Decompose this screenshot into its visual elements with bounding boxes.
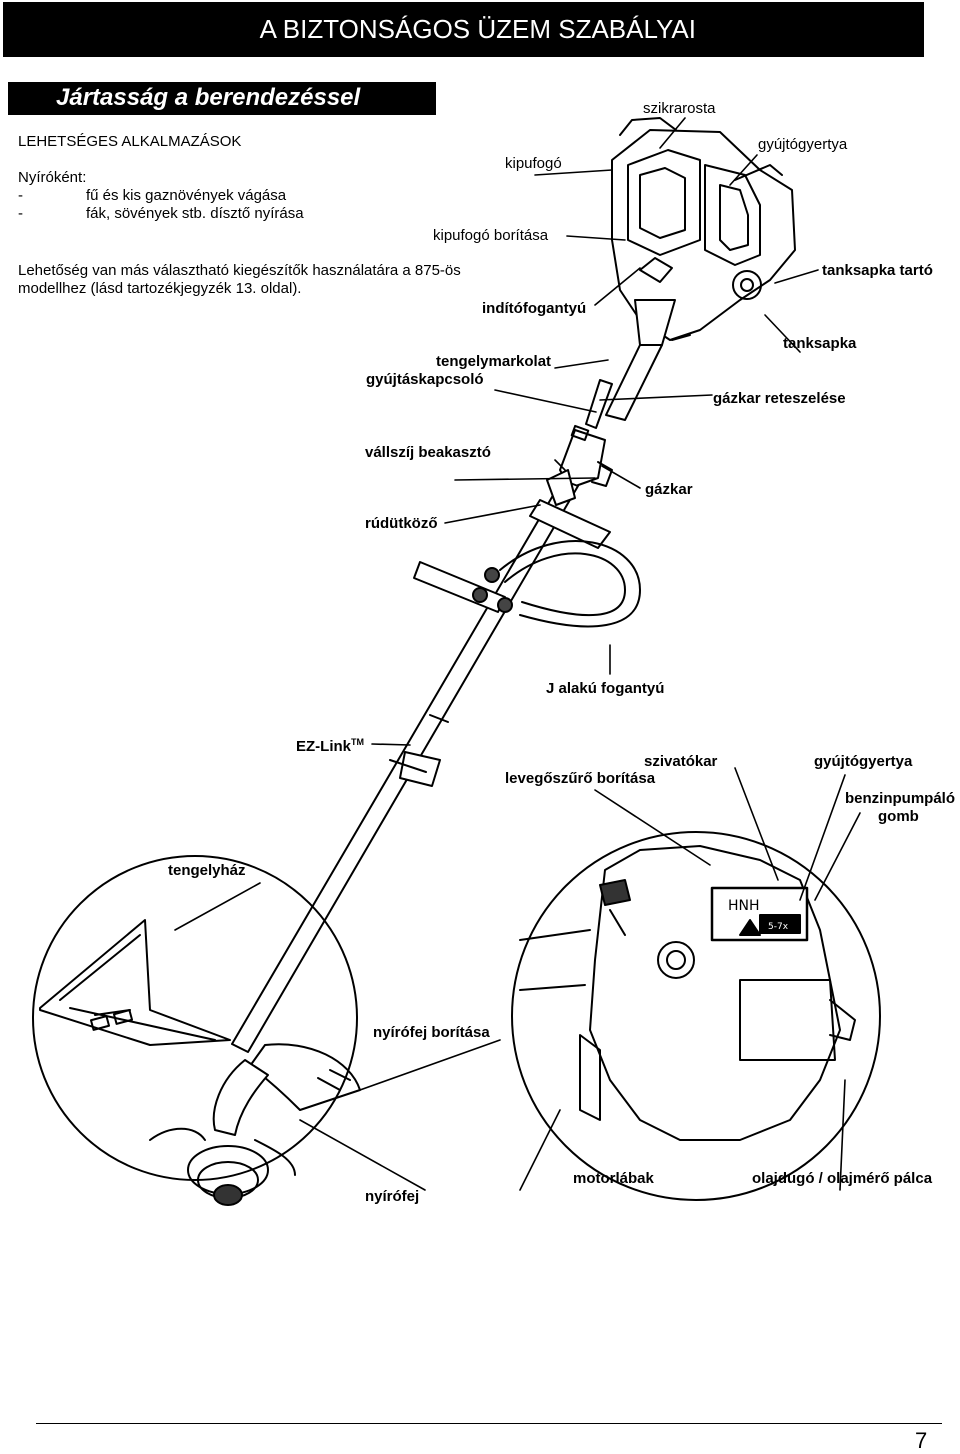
label-spark-plug-bottom: gyújtógyertya bbox=[814, 753, 913, 770]
throttle-handle bbox=[559, 429, 606, 489]
label-muffler-cover: kipufogó borítása bbox=[433, 227, 549, 244]
label-primer-bulb-line: benzinpumpáló bbox=[845, 790, 955, 807]
label-ez-link: EZ-LinkTM bbox=[296, 737, 364, 755]
label-oil-plug: olajdugó / olajmérő pálca bbox=[752, 1170, 933, 1187]
label-spark-arrestor: szikrarosta bbox=[643, 100, 716, 117]
applications-heading: LEHETSÉGES ALKALMAZÁSOK bbox=[18, 133, 242, 150]
label-muffler: kipufogó bbox=[505, 155, 562, 172]
engine-illustration bbox=[611, 117, 796, 341]
list-item-bullet: - bbox=[18, 187, 23, 204]
label-throttle-lockout: gázkar reteszelése bbox=[713, 390, 846, 407]
svg-text:HNH: HNH bbox=[728, 898, 760, 914]
label-shaft-grip: tengelymarkolat bbox=[436, 353, 552, 370]
label-fuel-cap-retainer: tanksapka tartó bbox=[822, 262, 933, 279]
label-engine-feet: motorlábak bbox=[573, 1170, 654, 1187]
engine-closeup-circle bbox=[511, 831, 881, 1201]
label-choke: szivatókar bbox=[644, 753, 718, 770]
section-title: Jártasság a berendezéssel bbox=[56, 84, 361, 111]
label-spark-plug-top: gyújtógyertya bbox=[758, 136, 848, 153]
label-starter-handle: indítófogantyú bbox=[482, 300, 587, 317]
footer-divider bbox=[36, 1423, 942, 1424]
section-header: Jártasság a berendezéssel bbox=[8, 82, 436, 115]
page-header: A BIZTONSÁGOS ÜZEM SZABÁLYAI bbox=[3, 2, 924, 57]
label-throttle: gázkar bbox=[645, 481, 693, 498]
label-air-filter-cover: levegőszűrő borítása bbox=[505, 770, 656, 787]
list-item: fák, sövények stb. dísztő nyírása bbox=[86, 205, 304, 222]
label-primer-bulb-line: gomb bbox=[878, 808, 919, 825]
page-number: 7 bbox=[915, 1428, 928, 1453]
label-head-guard: nyírófej borítása bbox=[373, 1024, 490, 1041]
label-trimmer-head: nyírófej bbox=[365, 1188, 420, 1205]
label-fuel-cap: tanksapka bbox=[783, 335, 857, 352]
label-ignition-switch: gyújtáskapcsoló bbox=[366, 371, 484, 388]
applications-note-line: modellhez (lásd tartozékjegyzék 13. olda… bbox=[18, 280, 302, 297]
gear-housing-inset bbox=[39, 919, 231, 1046]
list-item-bullet: - bbox=[18, 205, 23, 222]
page-title: A BIZTONSÁGOS ÜZEM SZABÁLYAI bbox=[259, 14, 696, 44]
shaft-grip bbox=[605, 344, 663, 421]
j-handle-curve bbox=[499, 540, 641, 628]
applications-note-line: Lehetőség van más választható kiegészítő… bbox=[18, 262, 461, 279]
gearhead-closeup-circle bbox=[32, 855, 358, 1181]
label-bar-stop: rúdütköző bbox=[365, 515, 438, 532]
label-j-handle: J alakú fogantyú bbox=[546, 680, 665, 697]
applications-intro: Nyíróként: bbox=[18, 169, 87, 186]
svg-text:5-7x: 5-7x bbox=[768, 922, 789, 932]
label-gear-housing: tengelyház bbox=[168, 862, 246, 879]
label-shoulder-strap-hanger: vállszíj beakasztó bbox=[365, 444, 491, 461]
list-item: fű és kis gaznövények vágása bbox=[86, 187, 287, 204]
